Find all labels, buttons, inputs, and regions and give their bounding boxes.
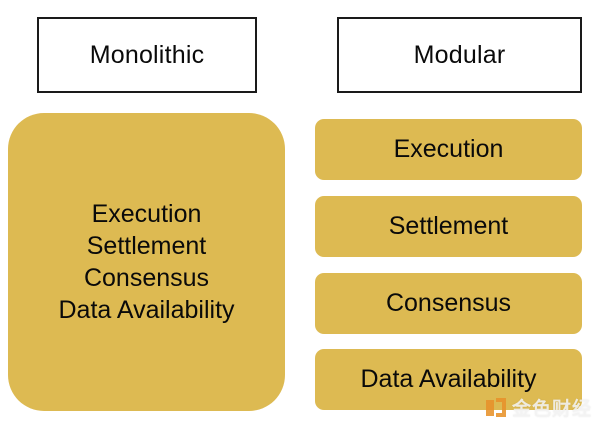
- jinse-logo-square: [485, 399, 494, 416]
- monolithic-title-label: Monolithic: [89, 40, 205, 69]
- modular-bar-data-availability-label: Data Availability: [360, 365, 537, 393]
- modular-bar-consensus-label: Consensus: [385, 289, 512, 317]
- modular-bar-consensus: Consensus: [315, 273, 582, 334]
- watermark-text: 金色财经: [511, 399, 592, 420]
- modular-bar-execution-label: Execution: [393, 135, 504, 163]
- modular-bar-data-availability: Data Availability: [315, 349, 582, 410]
- monolithic-layer-data-availability: Data Availability: [58, 296, 235, 324]
- modular-title-label: Modular: [413, 40, 506, 69]
- jinse-logo-hook: [495, 397, 506, 417]
- modular-bar-settlement: Settlement: [315, 196, 582, 257]
- monolithic-block: Execution Settlement Consensus Data Avai…: [8, 113, 285, 411]
- watermark: 金色财经: [485, 394, 592, 421]
- jinse-logo-icon: [485, 397, 506, 418]
- modular-bar-settlement-label: Settlement: [388, 212, 509, 240]
- monolithic-layer-settlement: Settlement: [86, 232, 207, 260]
- monolithic-title-box: Monolithic: [37, 17, 257, 93]
- modular-bar-execution: Execution: [315, 119, 582, 180]
- modular-title-box: Modular: [337, 17, 582, 93]
- monolithic-layer-consensus: Consensus: [83, 264, 210, 292]
- monolithic-layer-execution: Execution: [91, 200, 202, 228]
